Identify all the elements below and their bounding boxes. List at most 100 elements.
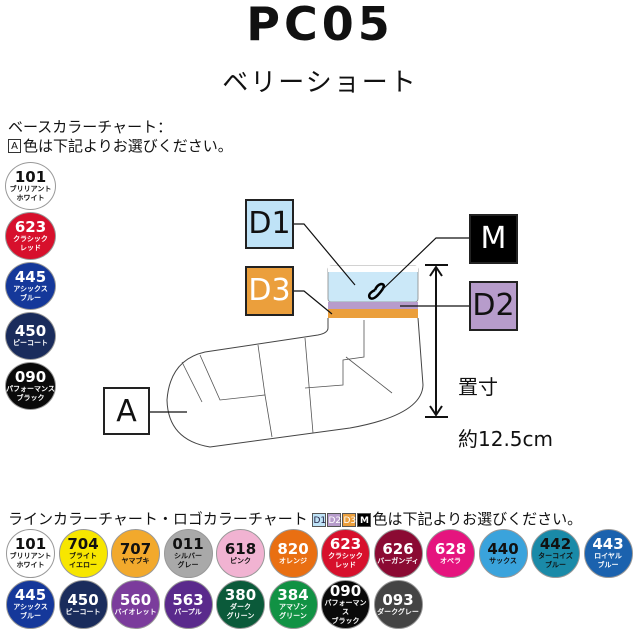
- color-name: ターコイズ ブルー: [538, 552, 573, 569]
- dimension-value: 約12.5cm: [458, 427, 554, 451]
- color-code: 563: [172, 590, 204, 609]
- color-code: 450: [67, 590, 99, 609]
- color-code: 618: [224, 539, 257, 558]
- color-name: ピーコート: [13, 339, 48, 347]
- color-code: 090: [14, 367, 47, 386]
- color-name: ブリリアント ホワイト: [9, 184, 52, 202]
- leader-lines: [150, 223, 469, 413]
- color-code: 626: [382, 539, 414, 558]
- color-name: パフォーマンス ブラック: [324, 598, 367, 625]
- base-instruction: 色は下記よりお選びください。: [23, 137, 233, 155]
- color-code: 384: [277, 586, 309, 604]
- color-code: 623: [329, 535, 362, 553]
- color-name: アシックス ブルー: [13, 284, 48, 302]
- color-code: 380: [224, 586, 257, 604]
- color-name: アマゾン グリーン: [279, 603, 307, 620]
- height-arrow: [425, 264, 448, 418]
- color-name: アシックス ブルー: [13, 603, 48, 620]
- tag-a: A: [8, 139, 21, 153]
- color-name: クラシック レッド: [328, 552, 363, 569]
- color-code: 093: [382, 590, 414, 609]
- color-code: 628: [434, 539, 467, 558]
- color-code: 707: [119, 539, 152, 558]
- tag-d3: D3: [342, 513, 357, 527]
- label-d3: D3: [245, 266, 294, 316]
- color-code: 820: [277, 539, 309, 558]
- color-code: 101: [14, 167, 47, 186]
- label-d1: D1: [245, 199, 294, 249]
- color-name: シルバー グレー: [174, 552, 202, 569]
- color-name: ダーク グリーン: [226, 603, 255, 620]
- color-code: 090: [329, 581, 362, 600]
- sock-outline: [166, 317, 424, 448]
- label-a: A: [103, 387, 150, 435]
- d2-band: [328, 302, 418, 309]
- d3-band: [328, 309, 418, 318]
- color-name: ブライト イエロー: [69, 552, 97, 569]
- color-code: 440: [487, 539, 519, 558]
- color-code: 623: [14, 217, 47, 236]
- color-code: 442: [539, 535, 572, 553]
- base-chart-title: ベースカラーチャート：: [8, 118, 173, 136]
- label-m: M: [469, 214, 518, 264]
- color-name: ピーコート: [65, 607, 101, 616]
- color-name: オペラ: [440, 556, 461, 565]
- tag-d1: D1: [312, 513, 327, 527]
- color-code: 560: [119, 590, 152, 609]
- color-name: ピンク: [230, 556, 251, 565]
- tag-m: M: [357, 513, 372, 527]
- color-name: バーガンディ: [377, 556, 419, 565]
- color-name: ロイヤル ブルー: [594, 552, 622, 569]
- color-code: 445: [14, 586, 47, 604]
- color-name: パフォーマンス ブラック: [6, 384, 55, 402]
- color-name: ブリリアント ホワイト: [9, 552, 52, 569]
- color-name: バイオレット: [114, 607, 157, 616]
- tag-d2: D2: [327, 513, 342, 527]
- color-code: 101: [14, 535, 47, 553]
- line-chart-title: ラインカラーチャート・ロゴカラーチャート: [8, 510, 308, 528]
- color-code: 445: [14, 267, 47, 286]
- color-name: パープル: [174, 607, 202, 616]
- color-name: オレンジ: [279, 556, 307, 565]
- product-type: ベリーショート: [222, 68, 418, 98]
- product-code: PC05: [246, 0, 394, 51]
- sock-seams: [181, 320, 393, 438]
- color-code: 704: [67, 535, 99, 553]
- color-name: ダークグレー: [377, 607, 419, 616]
- label-d2: D2: [469, 281, 518, 331]
- color-name: サックス: [489, 556, 517, 565]
- color-code: 450: [14, 322, 47, 340]
- color-code: 443: [592, 535, 624, 553]
- dimension-label: 置寸: [458, 375, 498, 399]
- color-name: クラシック レッド: [13, 234, 48, 252]
- color-name: ヤマブキ: [121, 556, 150, 565]
